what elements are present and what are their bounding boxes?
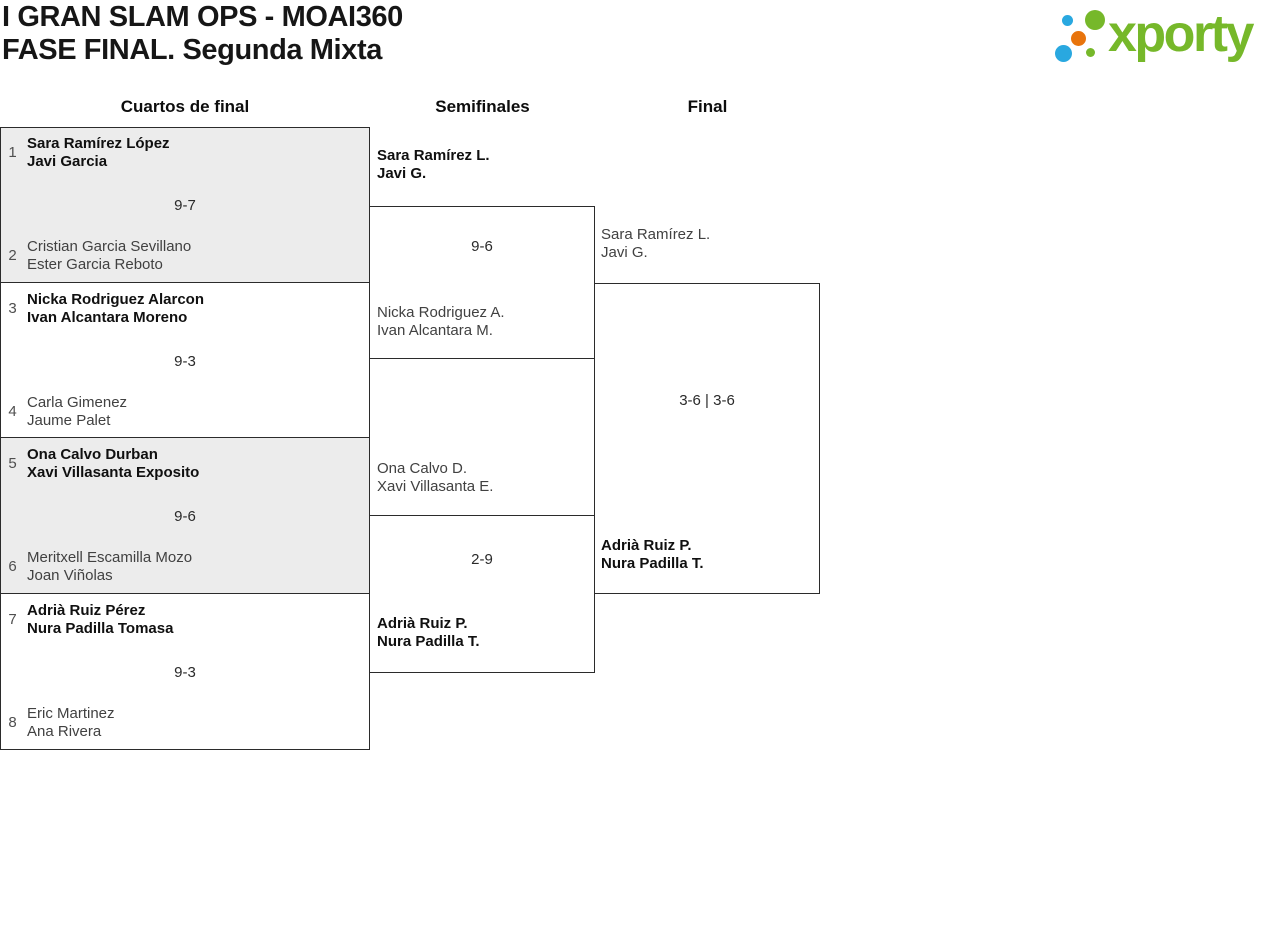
team-entry: Adrià Ruiz P. Nura Padilla T. xyxy=(601,537,704,572)
round-header-final: Final xyxy=(687,97,728,116)
logo-dot-blue-large-icon xyxy=(1055,45,1072,62)
team-entry: Nicka Rodriguez A. Ivan Alcantara M. xyxy=(377,304,505,339)
match-score: 3-6 | 3-6 xyxy=(679,392,735,409)
team-entry: Sara Ramírez López Javi Garcia xyxy=(27,135,170,170)
seed-number: 1 xyxy=(8,144,17,161)
semifinal-match-2-box xyxy=(369,515,595,673)
match-score: 9-6 xyxy=(174,508,196,525)
match-score: 9-6 xyxy=(471,238,493,255)
seed-number: 2 xyxy=(8,247,17,264)
logo-wordmark: xporty xyxy=(1108,5,1254,63)
seed-number: 8 xyxy=(8,714,17,731)
team-entry: Meritxell Escamilla Mozo Joan Viñolas xyxy=(27,549,193,584)
seed-number: 4 xyxy=(8,403,17,420)
logo-dot-green-small-icon xyxy=(1086,48,1095,57)
seed-number: 3 xyxy=(8,300,17,317)
quarterfinal-match-1-box xyxy=(0,127,370,283)
team-entry: Sara Ramírez L. Javi G. xyxy=(601,226,711,261)
team-entry: Adrià Ruiz Pérez Nura Padilla Tomasa xyxy=(27,602,174,637)
team-entry: Ona Calvo Durban Xavi Villasanta Exposit… xyxy=(27,446,200,481)
match-score: 2-9 xyxy=(471,551,493,568)
match-score: 9-3 xyxy=(174,353,196,370)
team-entry: Eric Martinez Ana Rivera xyxy=(27,705,115,740)
quarterfinal-match-2-box xyxy=(0,283,370,438)
final-match-box xyxy=(594,283,820,594)
team-entry: Nicka Rodriguez Alarcon Ivan Alcantara M… xyxy=(27,291,204,326)
seed-number: 7 xyxy=(8,611,17,628)
team-entry: Sara Ramírez L. Javi G. xyxy=(377,147,490,182)
logo-dot-green-large-icon xyxy=(1085,10,1105,30)
round-header-semifinals: Semifinales xyxy=(435,97,530,116)
seed-number: 5 xyxy=(8,455,17,472)
logo-dot-blue-small-icon xyxy=(1062,15,1073,26)
phase-subtitle: FASE FINAL. Segunda Mixta xyxy=(2,34,382,66)
tournament-title: I GRAN SLAM OPS - MOAI360 xyxy=(2,1,403,33)
match-score: 9-3 xyxy=(174,664,196,681)
team-entry: Carla Gimenez Jaume Palet xyxy=(27,394,128,429)
team-entry: Adrià Ruiz P. Nura Padilla T. xyxy=(377,615,480,650)
logo-dot-orange-icon xyxy=(1071,31,1086,46)
match-score: 9-7 xyxy=(174,197,196,214)
xporty-logo[interactable]: xporty xyxy=(1048,2,1278,68)
team-entry: Ona Calvo D. Xavi Villasanta E. xyxy=(377,460,494,495)
team-entry: Cristian Garcia Sevillano Ester Garcia R… xyxy=(27,238,192,273)
seed-number: 6 xyxy=(8,558,17,575)
round-header-quarterfinals: Cuartos de final xyxy=(120,97,250,116)
semifinal-match-1-box xyxy=(369,206,595,359)
quarterfinal-match-3-box xyxy=(0,438,370,594)
quarterfinal-match-4-box xyxy=(0,594,370,750)
